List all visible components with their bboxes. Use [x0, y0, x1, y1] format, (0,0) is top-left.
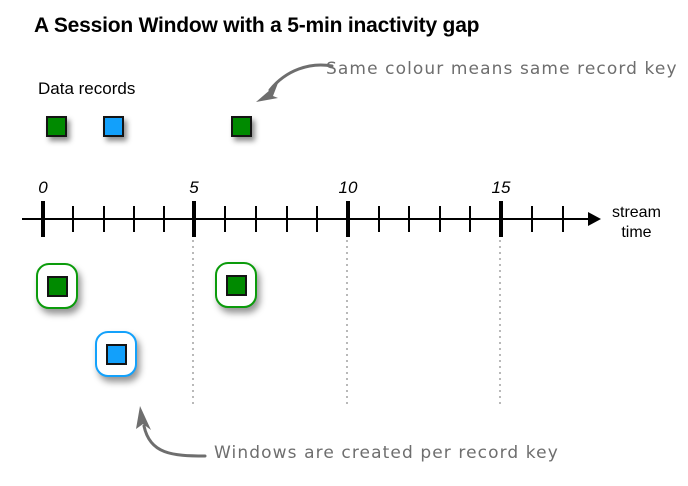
session-window-blue-1[interactable] [95, 331, 137, 377]
guide-15 [499, 240, 501, 408]
axis-tick-8 [286, 206, 288, 232]
axis-tick-5 [192, 201, 196, 237]
annotation-text-top: Same colour means same record key [326, 59, 678, 79]
window-record-square [225, 274, 247, 296]
axis-tick-2 [103, 206, 105, 232]
annotation-arrow-bottom [136, 406, 207, 458]
session-window-green-2[interactable] [215, 262, 257, 308]
guide-10 [346, 240, 348, 408]
axis-arrow-icon [588, 212, 601, 226]
record-green-2 [231, 116, 252, 137]
axis-tick-label-0: 0 [38, 178, 48, 197]
axis-tick-10 [346, 201, 350, 237]
data-records-label: Data records [38, 79, 136, 98]
axis-tick-label-5: 5 [189, 178, 199, 197]
axis-label-line-2: time [621, 224, 652, 241]
axis-tick-label-15: 15 [491, 178, 511, 197]
axis-tick-13 [439, 206, 441, 232]
axis-label-stream-time: stream time [612, 203, 661, 243]
axis-tick-4 [163, 206, 165, 232]
axis-tick-6 [224, 206, 226, 232]
axis-tick-9 [316, 206, 318, 232]
record-green-1 [46, 116, 67, 137]
annotation-text-bottom: Windows are created per record key [214, 443, 559, 463]
session-window-green-1[interactable] [36, 263, 78, 309]
axis-tick-11 [378, 206, 380, 232]
axis-tick-7 [255, 206, 257, 232]
axis-tick-12 [408, 206, 410, 232]
record-blue-1 [103, 116, 124, 137]
annotation-arrow-top [256, 63, 334, 102]
axis-label-line-1: stream [612, 204, 661, 221]
axis-tick-label-10: 10 [338, 178, 358, 197]
guide-5 [192, 240, 194, 408]
window-record-square [105, 343, 127, 365]
axis-tick-0 [41, 201, 45, 237]
axis-tick-1 [72, 206, 74, 232]
axis-tick-14 [469, 206, 471, 232]
axis-tick-3 [133, 206, 135, 232]
axis-line [22, 218, 592, 220]
axis-tick-17 [562, 206, 564, 232]
window-record-square [46, 275, 68, 297]
page-title: A Session Window with a 5-min inactivity… [34, 14, 480, 37]
axis-tick-15 [499, 201, 503, 237]
axis-tick-16 [531, 206, 533, 232]
